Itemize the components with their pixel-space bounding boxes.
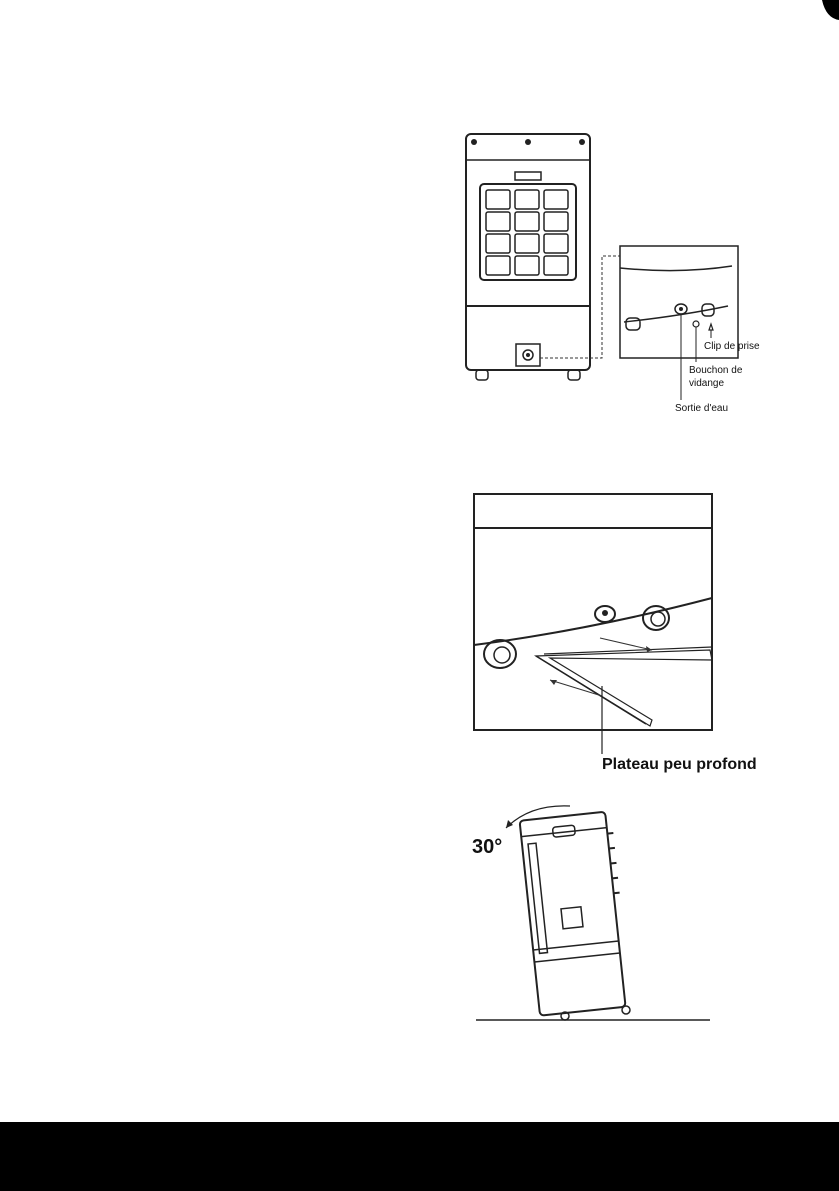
caption-plateau-peu-profond: Plateau peu profond (602, 756, 757, 774)
corner-mark (818, 0, 839, 20)
figure-front-view: Clip de prise Bouchon de vidange Sortie … (460, 128, 800, 428)
tilt-drawing (470, 798, 720, 1028)
callout-clip-de-prise: Clip de prise (704, 340, 760, 353)
callout-sortie-deau: Sortie d'eau (675, 402, 728, 415)
figure-shallow-tray: Plateau peu profond (470, 490, 790, 780)
shallow-tray-drawing (470, 490, 790, 780)
callout-bouchon-de-vidange: Bouchon de vidange (689, 364, 759, 390)
angle-label-30: 30° (472, 836, 502, 859)
bottom-black-band (0, 1122, 839, 1191)
figure-tilt: 30° (470, 798, 720, 1028)
